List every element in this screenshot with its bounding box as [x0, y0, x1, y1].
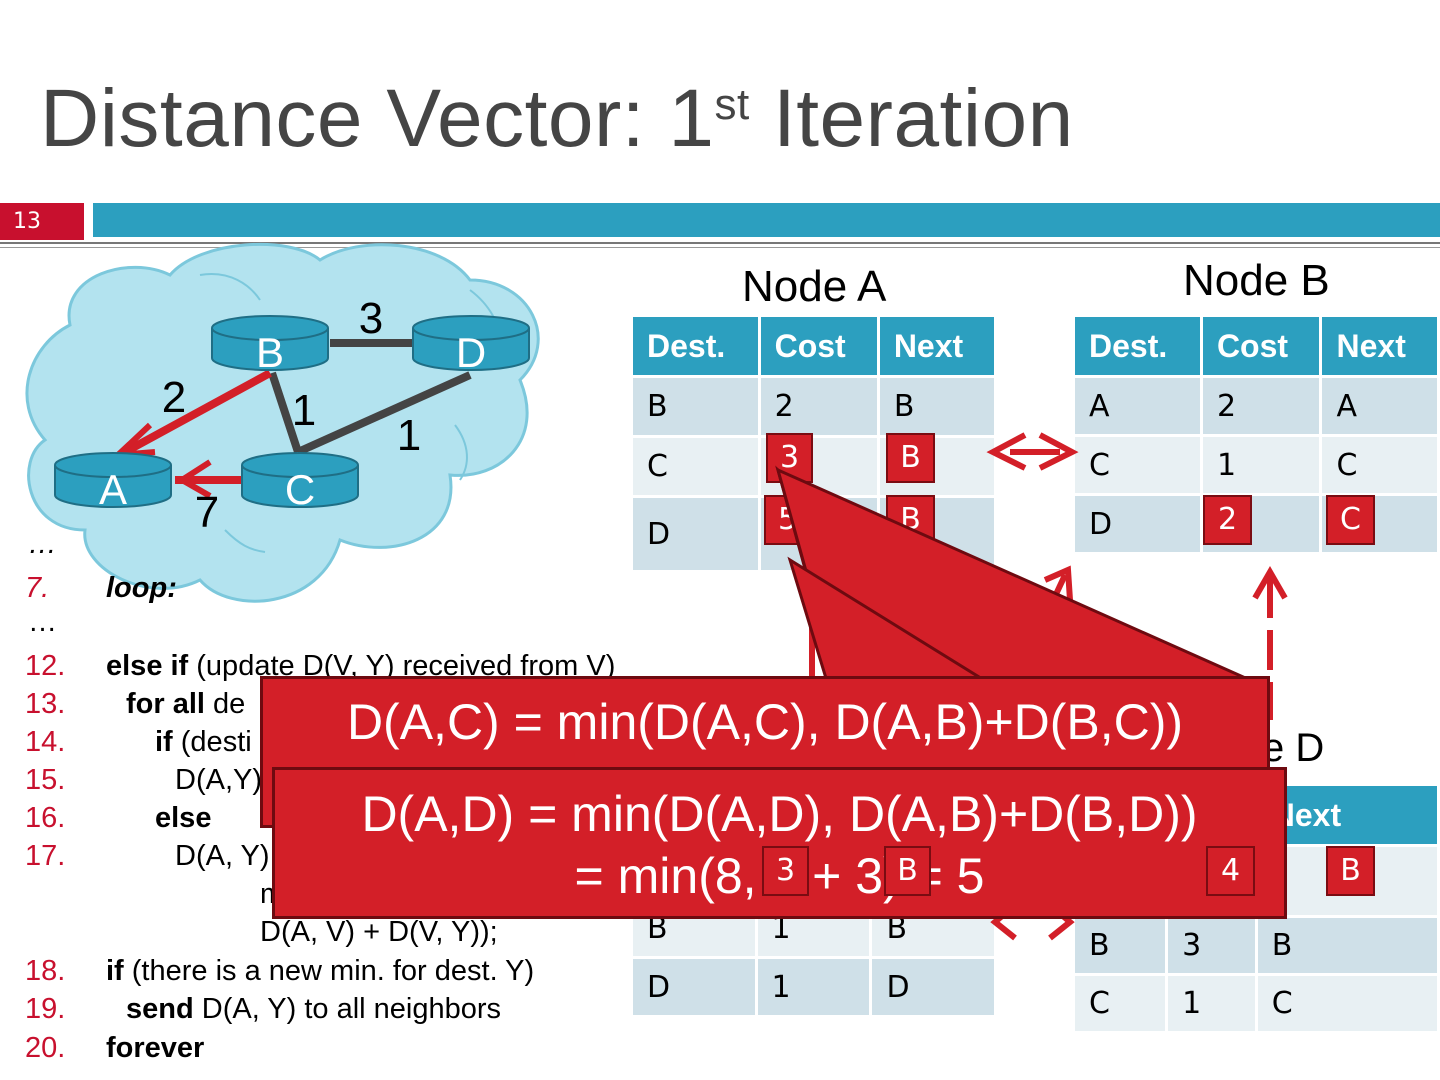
- highlight-a-d-cost: 5: [764, 495, 811, 545]
- link-c-d: [296, 371, 472, 456]
- highlight-a-c-cost: 3: [766, 433, 813, 483]
- table-cell: 2: [760, 378, 877, 435]
- code-ellipsis: …: [28, 528, 57, 560]
- highlight-a-c-next: B: [886, 433, 935, 483]
- edge-label-cd: 1: [397, 411, 421, 460]
- slide-number: 13: [0, 203, 84, 240]
- node-a-title: Node A: [742, 262, 887, 311]
- edge-label-ab: 2: [162, 373, 186, 422]
- col-next: Next: [879, 317, 994, 375]
- cloud-shape: [25, 242, 540, 603]
- highlight-b-d-next: C: [1326, 495, 1375, 545]
- edge-label-ac: 7: [195, 488, 219, 537]
- table-cell: C: [633, 438, 758, 495]
- table-cell: B: [633, 378, 758, 435]
- network-diagram: B D A C 3 2 1 1 7: [25, 242, 540, 603]
- edge-label-bc: 1: [292, 386, 316, 435]
- node-b-title: Node B: [1183, 256, 1330, 305]
- header-bar: [93, 203, 1440, 237]
- node-a: [54, 452, 172, 508]
- highlight-d-a-cost: 4: [1206, 846, 1255, 896]
- link-b-c: [268, 371, 302, 454]
- node-b-label: B: [256, 329, 284, 376]
- link-a-b: [123, 369, 272, 456]
- node-d: [412, 315, 530, 371]
- arrow-c-a: [176, 459, 212, 499]
- code-ellipsis-2: …: [28, 606, 57, 638]
- slide-title: Distance Vector: 1st Iteration: [40, 73, 1074, 164]
- node-d-title: e D: [1262, 726, 1325, 770]
- edge-label-bd: 3: [359, 294, 383, 343]
- col-dest: Dest.: [633, 317, 758, 375]
- highlight-eq-next: B: [884, 846, 931, 896]
- highlight-eq-cost: 3: [762, 846, 809, 896]
- highlight-b-d-cost: 2: [1203, 495, 1252, 545]
- table-cell: D: [633, 498, 758, 570]
- table-cell: B: [879, 378, 994, 435]
- header-rule-thin: [0, 247, 1440, 248]
- node-b: [211, 315, 329, 371]
- callout-ad: D(A,D) = min(D(A,D), D(A,B)+D(B,D)) = mi…: [272, 767, 1287, 919]
- node-a-label: A: [99, 466, 127, 513]
- col-cost: Cost: [760, 317, 877, 375]
- header-rule: [0, 242, 1440, 244]
- node-c: [241, 452, 359, 508]
- highlight-d-a-next: B: [1326, 846, 1375, 896]
- node-d-label: D: [456, 329, 486, 376]
- highlight-a-d-next: B: [886, 495, 935, 545]
- node-c-label: C: [285, 466, 315, 513]
